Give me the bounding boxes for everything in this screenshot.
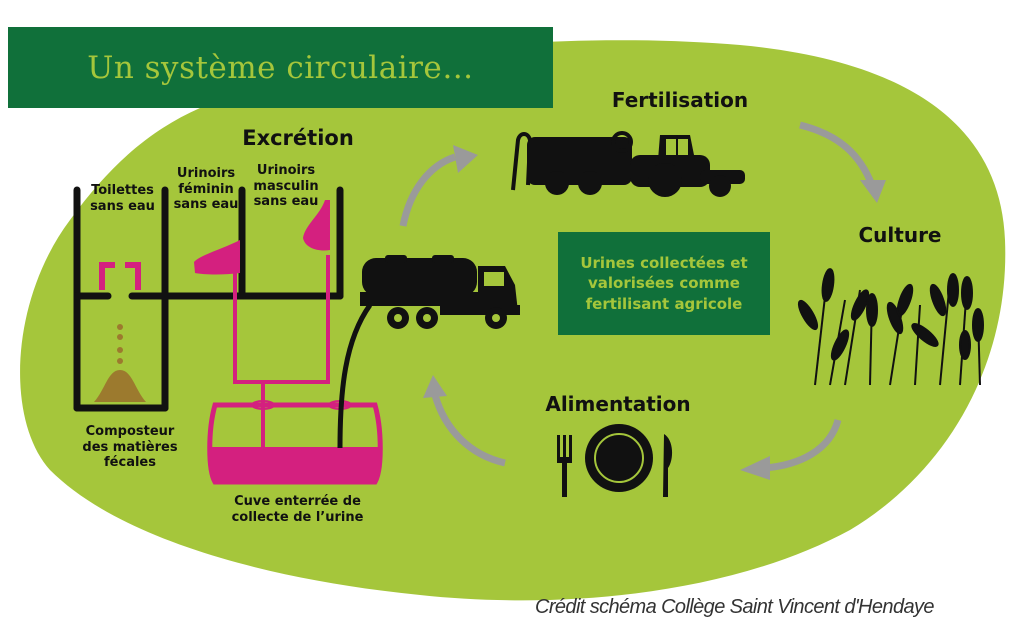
suction-hose <box>337 303 373 449</box>
urine-tank-fill <box>209 447 381 482</box>
info-box: Urines collectées et valorisées comme fe… <box>558 232 770 335</box>
female-urinal-icon <box>194 240 240 275</box>
label-composter: Composteur des matières fécales <box>82 424 178 471</box>
info-box-text: Urines collectées et valorisées comme fe… <box>580 254 748 313</box>
title-banner: Un système circulaire… <box>8 27 553 108</box>
stage-label-fertilisation: Fertilisation <box>611 88 749 112</box>
tractor-spreader-icon <box>511 131 745 197</box>
curved-arrow-icon <box>399 121 876 472</box>
page-title: Un système circulaire… <box>87 49 474 86</box>
stage-label-alimentation: Alimentation <box>545 392 691 416</box>
stage-label-culture: Culture <box>858 223 942 247</box>
arrowheads <box>423 145 886 480</box>
credit-text: Crédit schéma Collège Saint Vincent d'He… <box>535 596 935 618</box>
male-urinal-icon <box>303 200 330 251</box>
urine-pipes <box>233 255 330 450</box>
tanker-truck-icon <box>360 255 520 329</box>
label-male-urinals: Urinoirs masculin sans eau <box>253 163 319 210</box>
wheat-icon <box>797 268 984 386</box>
label-female-urinals: Urinoirs féminin sans eau <box>173 166 239 213</box>
plate-cutlery-icon <box>557 424 673 497</box>
label-urine-tank: Cuve enterrée de collecte de l’urine <box>231 494 364 525</box>
stage-label-excretion: Excrétion <box>242 126 354 150</box>
toilet-seat-icon <box>99 262 141 290</box>
compost-pile-icon <box>94 324 146 402</box>
label-toilets: Toilettes sans eau <box>90 183 155 214</box>
